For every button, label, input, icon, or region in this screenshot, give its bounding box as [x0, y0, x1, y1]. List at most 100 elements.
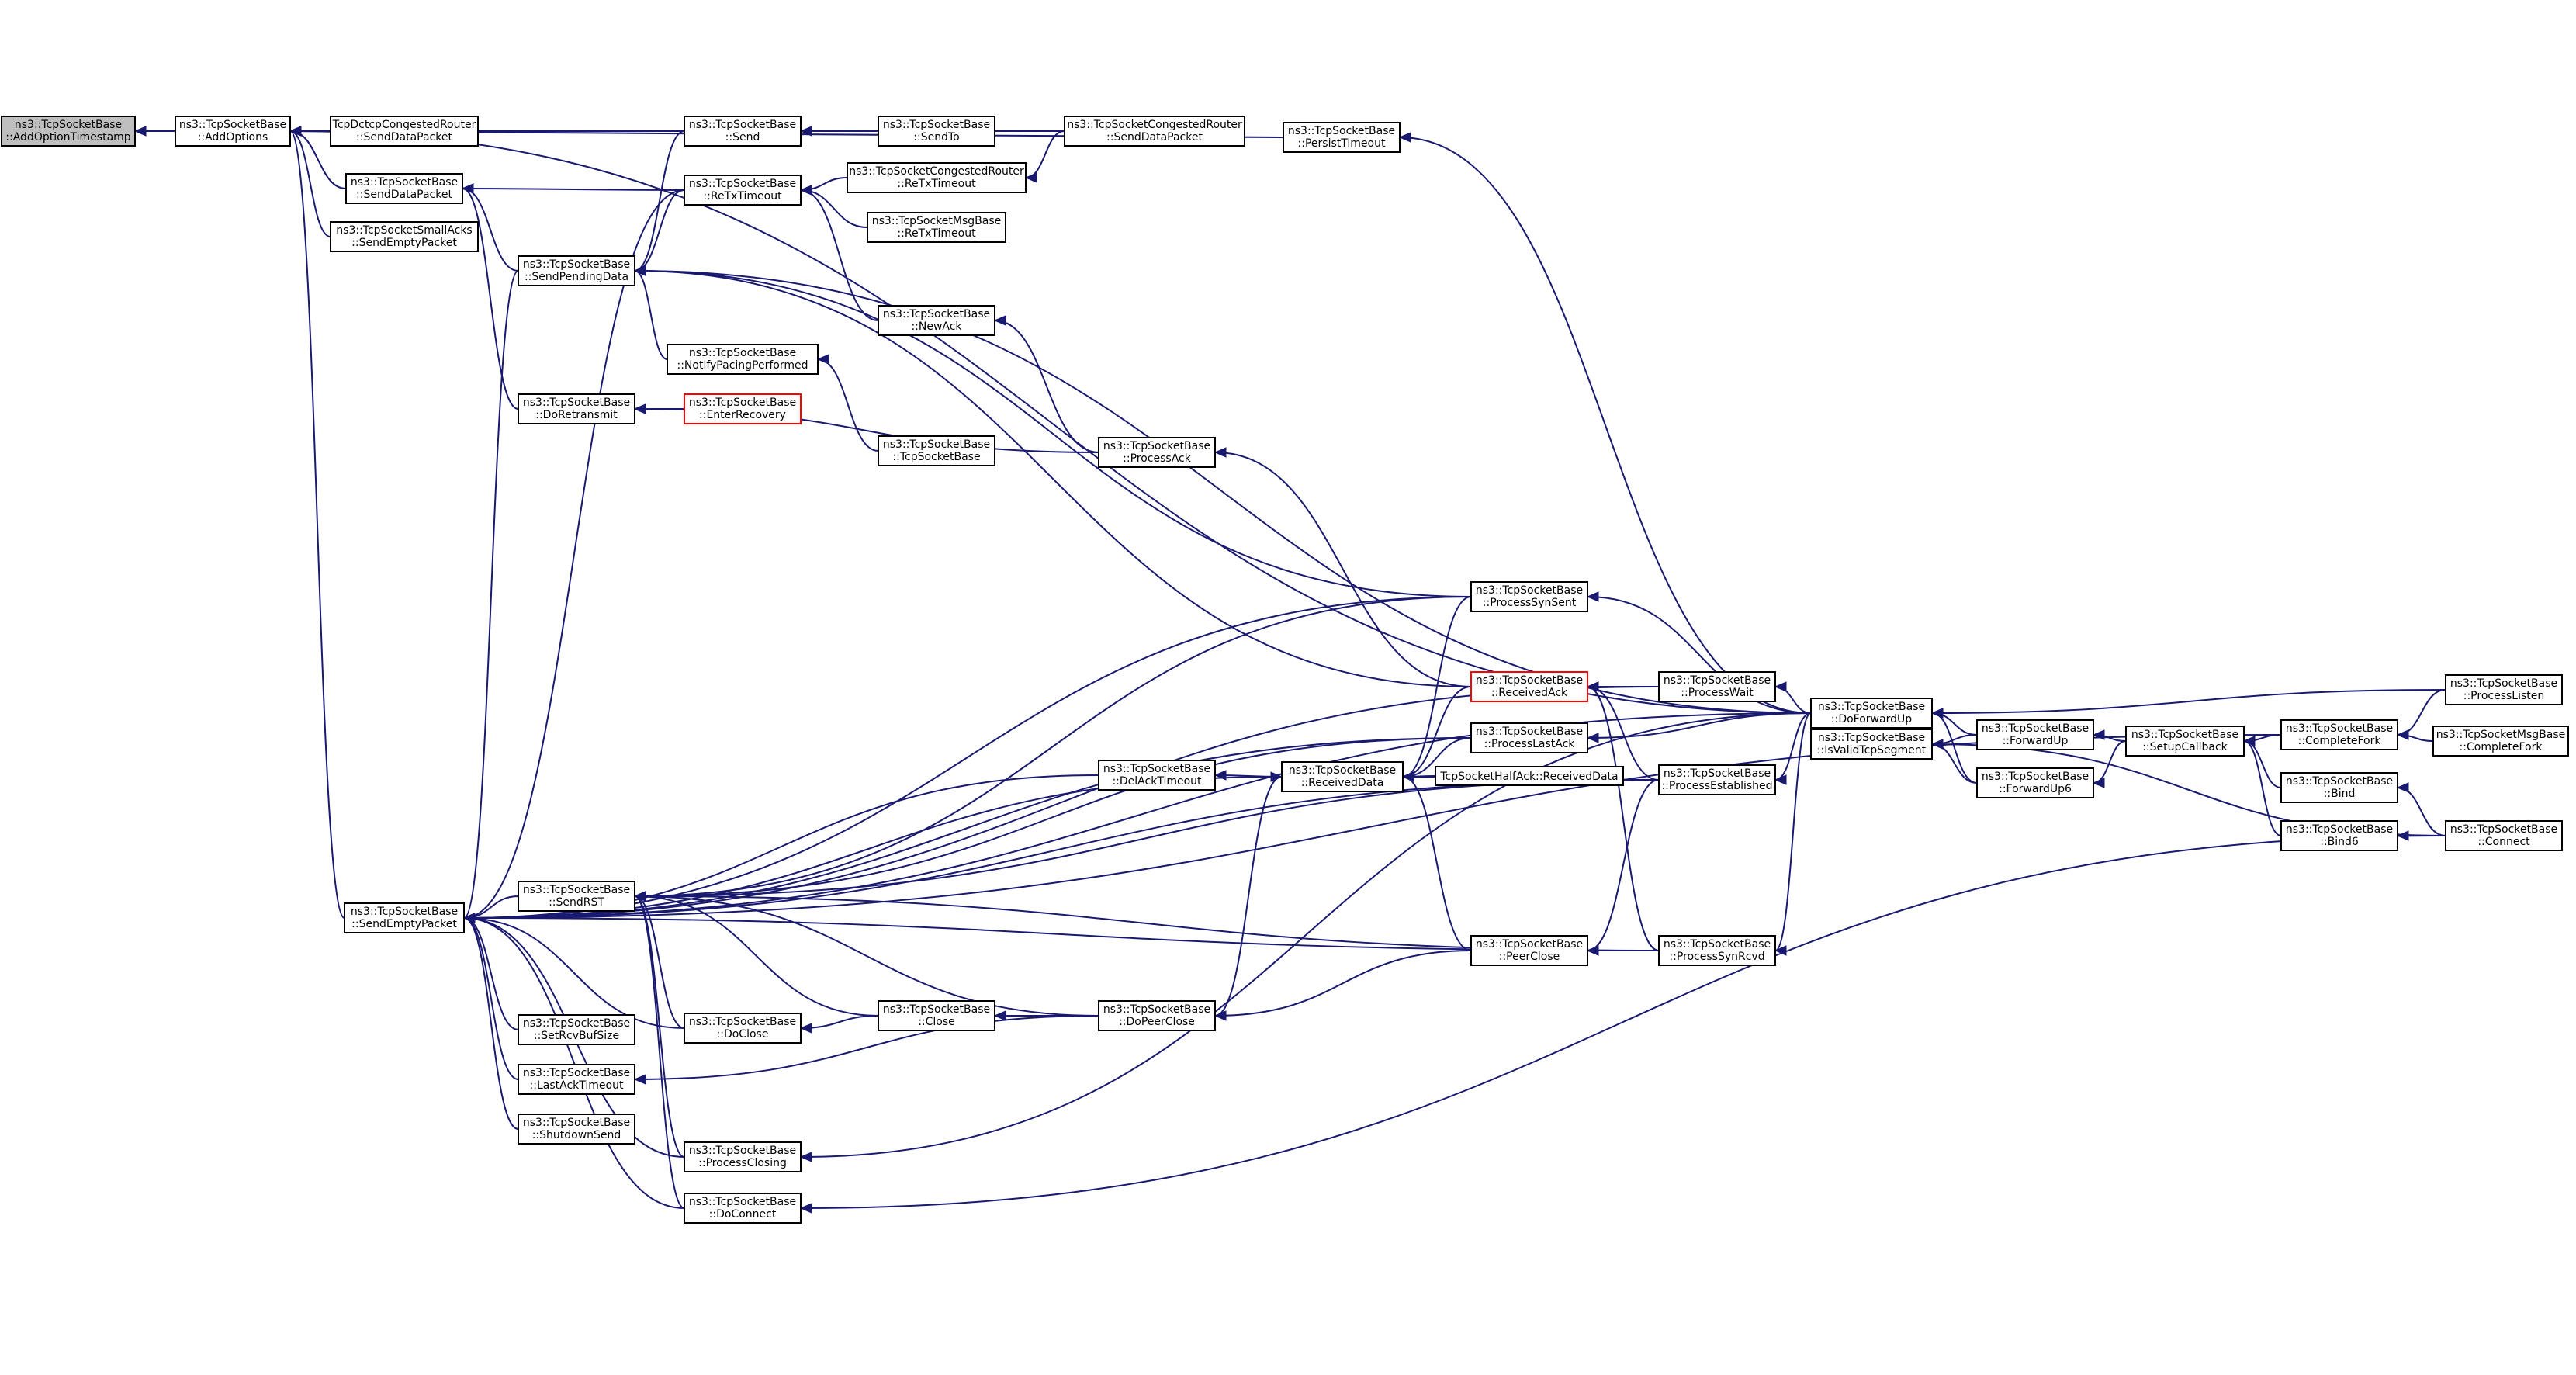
node-n26[interactable]: ns3::TcpSocketBase::DoPeerClose [1098, 1000, 1216, 1031]
edge-n45-to-n43 [2243, 740, 2282, 788]
node-label-n18-line1: ns3::TcpSocketBase [689, 347, 796, 359]
node-n27[interactable]: ns3::TcpSocketBase::ProcessClosing [684, 1141, 802, 1172]
node-box-n33 [1281, 761, 1404, 792]
node-n22[interactable]: ns3::TcpSocketBase::ProcessAck [1098, 437, 1216, 468]
arrowhead-n44-to-n5 [462, 913, 476, 923]
node-n43[interactable]: ns3::TcpSocketBase::SetupCallback [2125, 726, 2245, 757]
edge-n39-to-n32 [1587, 712, 1812, 739]
node-label-n35-line1: ns3::TcpSocketBase [1476, 938, 1583, 951]
arrowhead-n26-to-n12 [633, 1074, 646, 1085]
edge-n36-to-n5 [463, 686, 1660, 919]
node-n30[interactable]: ns3::TcpSocketBase::ProcessSynSent [1470, 581, 1588, 612]
node-n2[interactable]: TcpDctcpCongestedRouter::SendDataPacket [330, 116, 479, 147]
node-label-n13-line2: ::ShutdownSend [532, 1129, 621, 1141]
node-n23[interactable]: ns3::TcpSocketBase::DelAckTimeout [1098, 760, 1216, 791]
node-label-n2-line2: ::SendDataPacket [356, 131, 452, 144]
node-n47[interactable]: ns3::TcpSocketBase::ProcessListen [2445, 674, 2563, 705]
node-n5[interactable]: ns3::TcpSocketBase::SendEmptyPacket [344, 902, 465, 933]
node-box-n26 [1098, 1000, 1216, 1031]
node-n11[interactable]: ns3::TcpSocketBase::SetRcvBufSize [518, 1014, 635, 1045]
node-label-n30-line1: ns3::TcpSocketBase [1476, 584, 1583, 597]
node-n1[interactable]: ns3::TcpSocketBase::AddOptions [175, 116, 291, 147]
node-n7[interactable]: ns3::TcpSocketBase::ReTxTimeout [684, 175, 802, 206]
node-n48[interactable]: ns3::TcpSocketMsgBase::CompleteFork [2432, 726, 2569, 757]
node-box-n40 [1810, 729, 1933, 760]
node-n14[interactable]: ns3::TcpSocketBase::SendTo [878, 116, 995, 147]
node-n35[interactable]: ns3::TcpSocketBase::PeerClose [1470, 935, 1588, 966]
node-n0[interactable]: ns3::TcpSocketBase::AddOptionTimestamp [1, 116, 136, 147]
node-n34[interactable]: TcpSocketHalfAck::ReceivedData [1435, 766, 1624, 786]
node-label-n22-line2: ::ProcessAck [1123, 452, 1192, 465]
edge-n26-to-n12 [634, 1015, 1099, 1080]
arrowhead-n26-to-n33 [1270, 771, 1283, 782]
node-label-n1-line2: ::AddOptions [198, 131, 268, 144]
node-box-n49 [2445, 820, 2563, 851]
node-box-n36 [1658, 671, 1776, 702]
node-n32[interactable]: ns3::TcpSocketBase::ProcessLastAck [1470, 722, 1588, 753]
node-n6[interactable]: ns3::TcpSocketBase::Send [684, 116, 802, 147]
edge-n18-to-n8 [634, 270, 668, 360]
edge-layer [133, 126, 2446, 1214]
node-n36[interactable]: ns3::TcpSocketBase::ProcessWait [1658, 671, 1776, 702]
node-box-n14 [878, 116, 995, 147]
node-box-n25 [878, 1000, 995, 1031]
node-n42[interactable]: ns3::TcpSocketBase::ForwardUp6 [1976, 767, 2094, 798]
node-box-n39 [1810, 698, 1933, 729]
node-n9[interactable]: ns3::TcpSocketBase::DoRetransmit [518, 393, 635, 424]
node-label-n32-line2: ::ProcessLastAck [1484, 738, 1576, 750]
arrowhead-n14-to-n6 [799, 126, 812, 137]
node-n46[interactable]: ns3::TcpSocketBase::Bind6 [2280, 820, 2398, 851]
node-label-n45-line1: ns3::TcpSocketBase [2286, 775, 2393, 788]
node-box-n0 [1, 116, 136, 147]
node-n19[interactable]: ns3::TcpSocketBase::EnterRecovery [684, 393, 802, 424]
node-label-n39-line1: ns3::TcpSocketBase [1818, 701, 1925, 713]
node-n31[interactable]: ns3::TcpSocketBase::ReceivedAck [1470, 671, 1588, 702]
node-n3[interactable]: ns3::TcpSocketBase::SendDataPacket [345, 173, 463, 204]
node-n24[interactable]: ns3::TcpSocketBase::DoClose [684, 1013, 802, 1044]
node-n45[interactable]: ns3::TcpSocketBase::Bind [2280, 772, 2398, 803]
node-n13[interactable]: ns3::TcpSocketBase::ShutdownSend [518, 1114, 635, 1145]
edge-n25-to-n24 [800, 1015, 879, 1029]
node-n15[interactable]: ns3::TcpSocketCongestedRouter::ReTxTimeo… [847, 162, 1027, 193]
edge-n25-to-n10 [634, 895, 879, 1017]
node-n4[interactable]: ns3::TcpSocketSmallAcks::SendEmptyPacket [330, 221, 479, 252]
node-n41[interactable]: ns3::TcpSocketBase::ForwardUp [1976, 719, 2094, 750]
node-label-n28-line2: ::DoConnect [709, 1208, 777, 1221]
node-n10[interactable]: ns3::TcpSocketBase::SendRST [518, 881, 635, 912]
node-n21[interactable]: ns3::TcpSocketCongestedRouter::SendDataP… [1064, 116, 1245, 147]
node-label-n31-line2: ::ReceivedAck [1491, 687, 1568, 699]
node-n44[interactable]: ns3::TcpSocketBase::CompleteFork [2280, 719, 2398, 750]
node-box-n24 [684, 1013, 802, 1044]
node-n8[interactable]: ns3::TcpSocketBase::SendPendingData [518, 255, 635, 286]
node-label-n18-line2: ::NotifyPacingPerformed [677, 359, 808, 372]
node-label-n25-line2: ::Close [918, 1016, 955, 1028]
node-n25[interactable]: ns3::TcpSocketBase::Close [878, 1000, 995, 1031]
arrowhead-n39-to-n29 [1398, 132, 1411, 143]
node-label-n37-line1: ns3::TcpSocketBase [1664, 767, 1771, 780]
edge-n49-to-n45 [2397, 787, 2446, 836]
node-n16[interactable]: ns3::TcpSocketMsgBase::ReTxTimeout [867, 212, 1006, 243]
node-n49[interactable]: ns3::TcpSocketBase::Connect [2445, 820, 2563, 851]
node-n18[interactable]: ns3::TcpSocketBase::NotifyPacingPerforme… [667, 344, 819, 375]
node-n37[interactable]: ns3::TcpSocketBase::ProcessEstablished [1658, 764, 1776, 795]
arrowhead-n39-to-n30 [1586, 591, 1599, 602]
node-n17[interactable]: ns3::TcpSocketBase::NewAck [878, 305, 995, 336]
node-label-n26-line2: ::DoPeerClose [1119, 1016, 1195, 1028]
node-label-n1-line1: ns3::TcpSocketBase [179, 119, 286, 131]
node-box-n35 [1470, 935, 1588, 966]
node-n28[interactable]: ns3::TcpSocketBase::DoConnect [684, 1193, 802, 1224]
node-n20[interactable]: ns3::TcpSocketBase::TcpSocketBase [878, 435, 995, 466]
node-label-n48-line2: ::CompleteFork [2460, 741, 2543, 753]
node-n38[interactable]: ns3::TcpSocketBase::ProcessSynRcvd [1658, 935, 1776, 966]
node-n12[interactable]: ns3::TcpSocketBase::LastAckTimeout [518, 1064, 635, 1095]
node-n40[interactable]: ns3::TcpSocketBase::IsValidTcpSegment [1810, 729, 1933, 760]
node-label-n34-line1: TcpSocketHalfAck::ReceivedData [1439, 771, 1618, 783]
arrowhead-n39-to-n27 [799, 1152, 812, 1162]
node-n29[interactable]: ns3::TcpSocketBase::PersistTimeout [1283, 122, 1401, 153]
node-n39[interactable]: ns3::TcpSocketBase::DoForwardUp [1810, 698, 1933, 729]
node-label-n8-line2: ::SendPendingData [525, 271, 628, 283]
node-label-n35-line2: ::PeerClose [1499, 951, 1560, 963]
edge-n38-to-n10 [634, 895, 1660, 951]
node-n33[interactable]: ns3::TcpSocketBase::ReceivedData [1281, 761, 1404, 792]
node-label-n23-line1: ns3::TcpSocketBase [1103, 763, 1210, 775]
